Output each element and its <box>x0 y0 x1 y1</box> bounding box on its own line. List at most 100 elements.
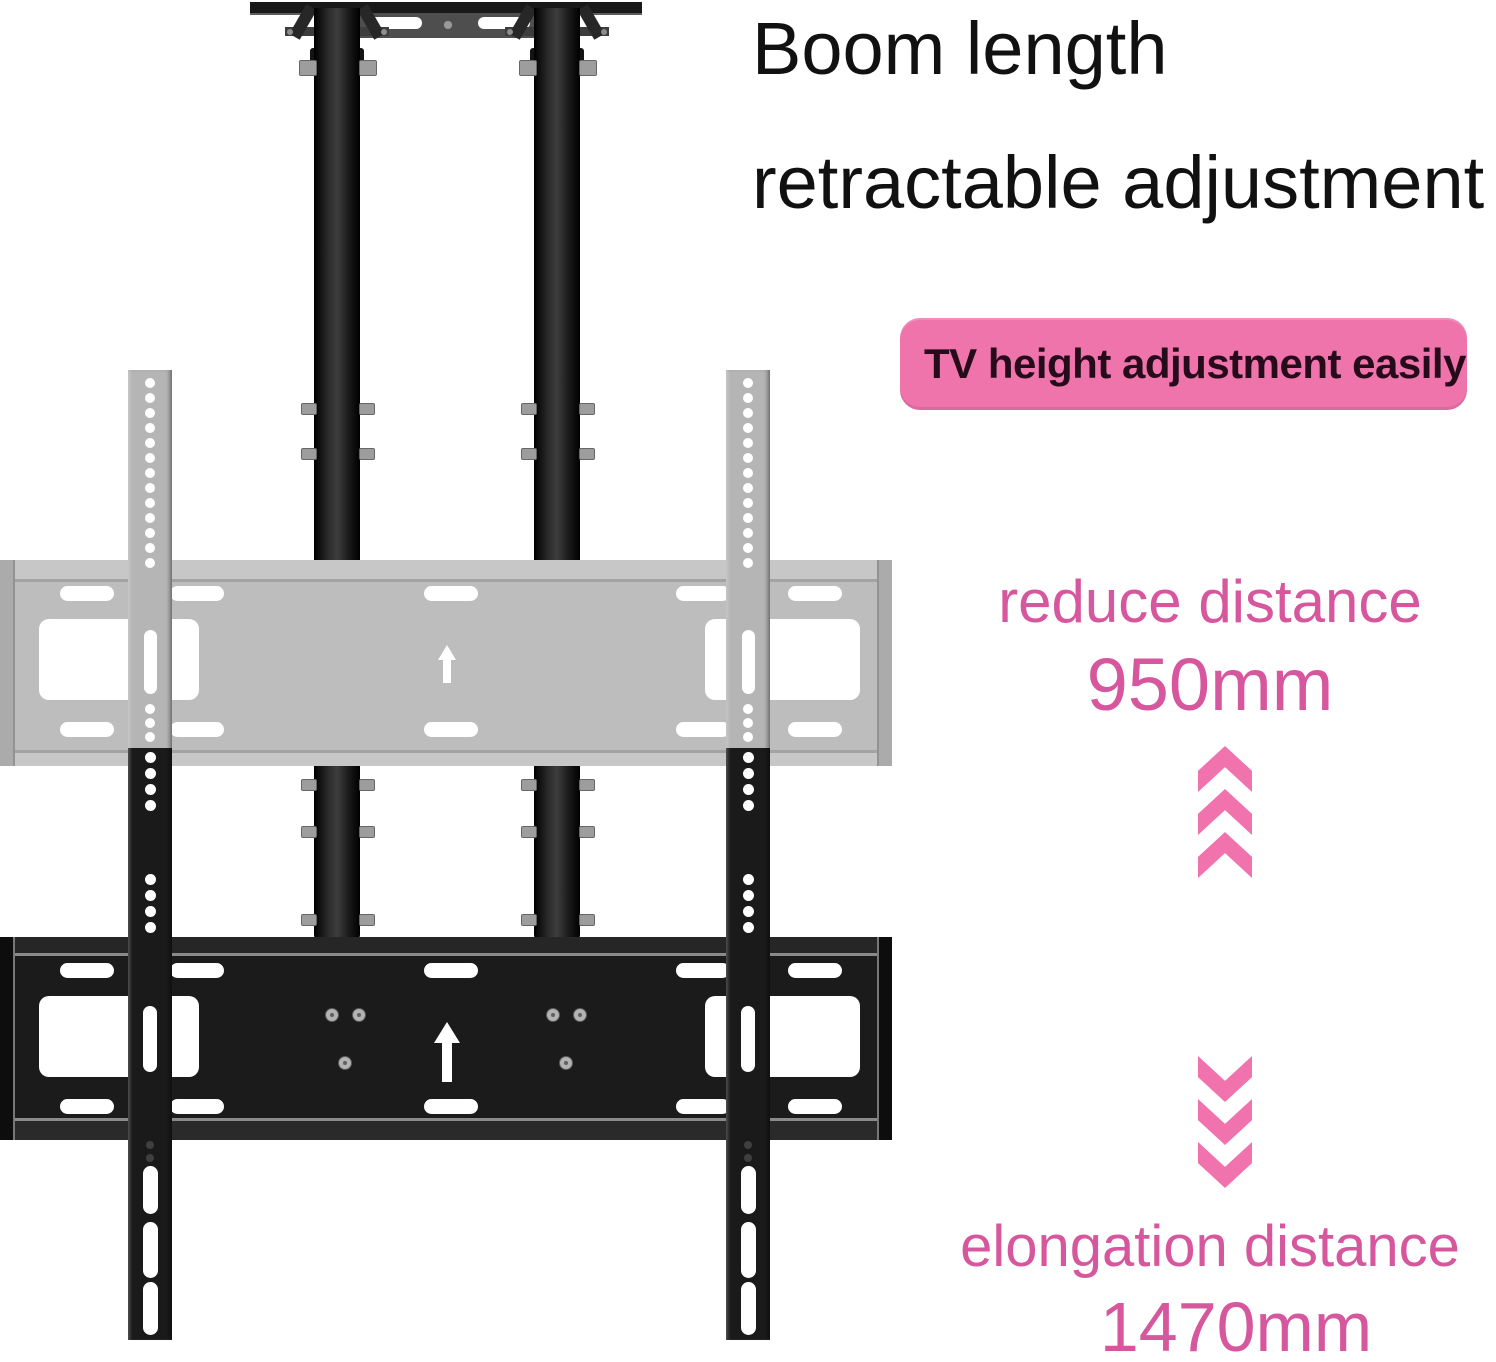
rail-hole <box>144 906 156 917</box>
clamp-screw-knob <box>301 826 317 838</box>
rail-hole <box>144 922 156 933</box>
rail-hole <box>742 784 754 795</box>
plate-screw <box>443 20 453 30</box>
rail-hole <box>742 752 754 763</box>
left-pole <box>314 8 360 940</box>
right-rail <box>726 370 770 1340</box>
bracket-slot <box>170 586 224 601</box>
clamp-screw-knob <box>359 914 375 926</box>
hinge-screw <box>601 29 607 35</box>
bracket-endcap <box>877 937 892 1140</box>
rail-hole <box>743 423 753 433</box>
tv-height-banner: TV height adjustment easily <box>900 318 1467 410</box>
rail-hole <box>145 498 155 508</box>
bracket-screw <box>325 1008 339 1022</box>
clamp-screw-knob <box>579 403 595 415</box>
rail-hole <box>743 438 753 448</box>
elongation-distance-value: 1470mm <box>1099 1288 1373 1362</box>
rail-hole <box>740 1222 756 1278</box>
clamp-screw-knob <box>521 826 537 838</box>
bracket-slot <box>170 722 224 737</box>
bracket-slot <box>676 722 730 737</box>
bracket-cutout <box>39 996 199 1077</box>
rail-hole <box>145 438 155 448</box>
heading-line-1: Boom length <box>752 7 1168 90</box>
chevron-down-icon <box>1198 1142 1252 1188</box>
tv-height-banner-label: TV height adjustment easily <box>924 340 1466 387</box>
rail-hole <box>742 768 754 779</box>
rail-hole <box>740 1166 756 1214</box>
bracket-slot <box>424 722 478 737</box>
rail-hole <box>740 1282 756 1335</box>
rail-hole <box>743 528 753 538</box>
rail-hole <box>742 800 754 811</box>
clamp-screw-knob <box>579 448 595 460</box>
bracket-slot <box>676 1099 730 1114</box>
rail-hole <box>743 718 753 728</box>
heading-line-2: retractable adjustment <box>752 141 1485 224</box>
clamp-screw-knob <box>359 448 375 460</box>
rail-hole <box>744 1141 752 1149</box>
rail-hole <box>743 498 753 508</box>
rail-hole <box>144 800 156 811</box>
bracket-endcap <box>0 560 15 766</box>
rail-hole <box>145 453 155 463</box>
rail-hole <box>145 543 155 553</box>
bracket-slot <box>788 1099 842 1114</box>
rail-hole <box>742 906 754 917</box>
rail-hole <box>743 543 753 553</box>
rail-hole <box>145 718 155 728</box>
rail-hole <box>743 732 753 742</box>
rail-hole <box>142 1282 158 1335</box>
reduce-chevrons <box>1198 746 1252 878</box>
rail-hole <box>145 483 155 493</box>
rail-hole <box>144 768 156 779</box>
rail-hole <box>142 1166 158 1214</box>
clamp-screw-knob <box>301 448 317 460</box>
rail-hole <box>743 483 753 493</box>
bracket-endcap <box>877 560 892 766</box>
rail-hole <box>145 393 155 403</box>
bracket-slot <box>676 963 730 978</box>
rail-hole <box>146 1141 154 1149</box>
clamp-screw-knob <box>359 779 375 791</box>
right-pole <box>534 8 580 940</box>
elongation-chevrons <box>1198 1056 1252 1188</box>
rail-hole <box>143 1006 157 1072</box>
clamp-screw-knob <box>359 826 375 838</box>
rail-hole <box>743 378 753 388</box>
rail-hole <box>145 528 155 538</box>
rail-hole <box>144 752 156 763</box>
hinge-screw <box>287 29 293 35</box>
bracket-slot <box>170 963 224 978</box>
bracket-screw <box>352 1008 366 1022</box>
rail-hole <box>742 922 754 933</box>
clamp-screw-knob <box>301 403 317 415</box>
rail-hole <box>743 513 753 523</box>
rail-hole <box>146 1154 154 1162</box>
bracket-slot <box>788 963 842 978</box>
left-rail <box>128 370 172 1340</box>
clamp-screw-knob <box>301 779 317 791</box>
reduce-distance-label: reduce distance <box>998 568 1422 635</box>
rail-hole <box>742 874 754 885</box>
clamp-screw-knob <box>521 779 537 791</box>
rail-hole <box>145 378 155 388</box>
rail-hole <box>743 393 753 403</box>
rail-hole <box>741 1006 755 1072</box>
up-arrow-icon <box>434 1022 460 1084</box>
rail-hole <box>742 890 754 901</box>
rail-hole <box>145 513 155 523</box>
bracket-slot <box>424 963 478 978</box>
bracket-slot <box>788 722 842 737</box>
hinge-screw <box>507 29 513 35</box>
bracket-slot <box>60 963 114 978</box>
chevron-up-icon <box>1198 746 1252 792</box>
hinge-screw <box>381 29 387 35</box>
bracket-screw <box>559 1056 573 1070</box>
bracket-screw <box>546 1008 560 1022</box>
reduce-distance-value: 950mm <box>1086 643 1334 726</box>
rail-hole <box>743 468 753 478</box>
clamp-screw-knob <box>359 60 377 76</box>
